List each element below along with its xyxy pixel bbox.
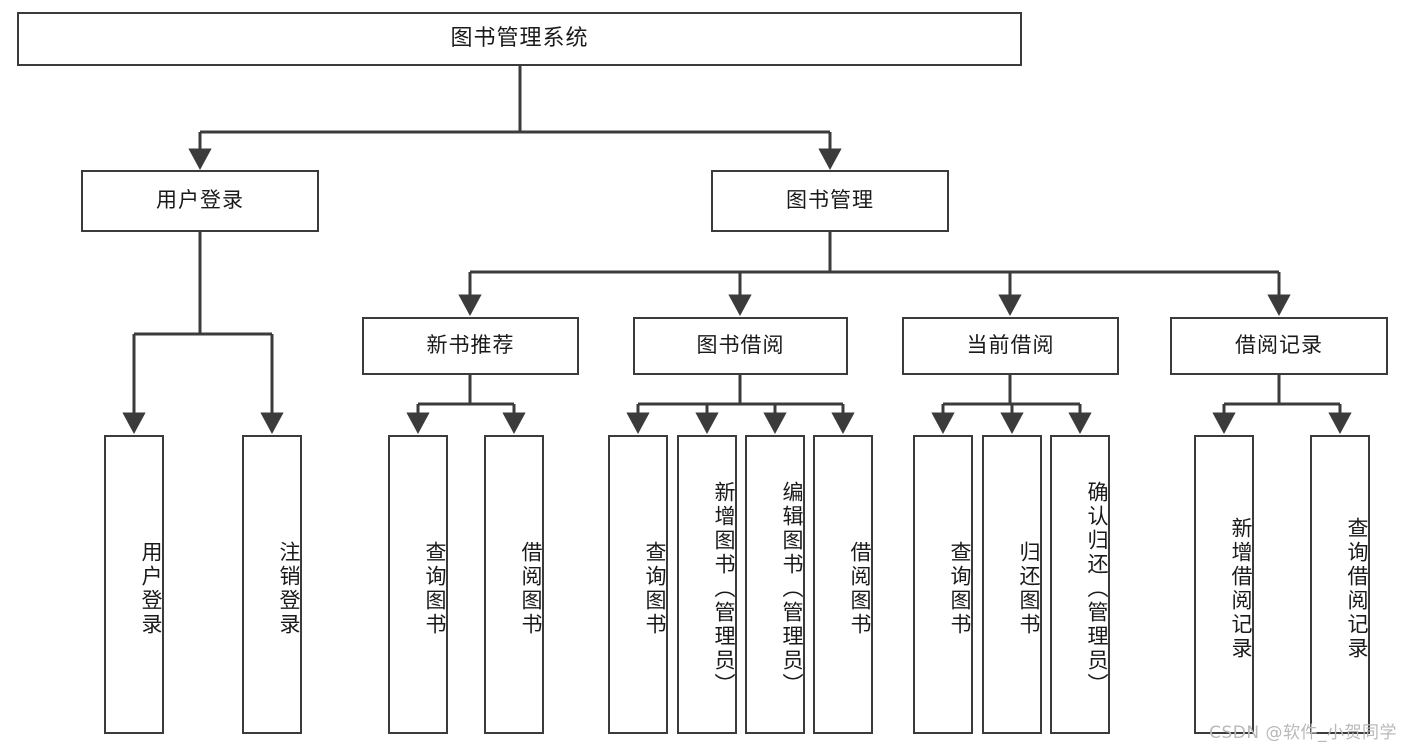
leaf-query-books-borrow[interactable]: 查询图书 [608, 435, 668, 734]
node-label: 图书管理系统 [450, 25, 589, 51]
node-book-borrowing[interactable]: 图书借阅 [633, 317, 848, 375]
leaf-query-books-newbook[interactable]: 查询图书 [388, 435, 448, 734]
node-user-login[interactable]: 用户登录 [81, 170, 319, 232]
node-label: 新增借阅记录 [1229, 516, 1253, 661]
node-current-borrowing[interactable]: 当前借阅 [902, 317, 1119, 375]
leaf-edit-book-admin[interactable]: 编辑图书（管理员） [745, 435, 805, 734]
node-label: 确认归还（管理员） [1085, 480, 1109, 697]
node-label: 查询图书 [948, 540, 972, 637]
leaf-logout[interactable]: 注销登录 [242, 435, 302, 734]
node-label: 图书借阅 [696, 333, 785, 358]
leaf-query-books-current[interactable]: 查询图书 [913, 435, 973, 734]
leaf-query-borrow-record[interactable]: 查询借阅记录 [1310, 435, 1370, 734]
leaf-borrow-books[interactable]: 借阅图书 [813, 435, 873, 734]
leaf-user-login[interactable]: 用户登录 [104, 435, 164, 734]
node-label: 借阅图书 [519, 540, 543, 637]
node-label: 注销登录 [277, 540, 301, 637]
node-label: 借阅图书 [848, 540, 872, 637]
node-label: 查询图书 [423, 540, 447, 637]
leaf-return-books[interactable]: 归还图书 [982, 435, 1042, 734]
node-label: 编辑图书（管理员） [780, 480, 804, 697]
node-label: 用户登录 [139, 540, 163, 637]
node-label: 用户登录 [156, 188, 244, 213]
node-borrowing-records[interactable]: 借阅记录 [1170, 317, 1388, 375]
leaf-add-book-admin[interactable]: 新增图书（管理员） [677, 435, 737, 734]
leaf-borrow-books-newbook[interactable]: 借阅图书 [484, 435, 544, 734]
node-label: 查询图书 [643, 540, 667, 637]
node-label: 新增图书（管理员） [712, 480, 736, 697]
leaf-confirm-return-admin[interactable]: 确认归还（管理员） [1050, 435, 1110, 734]
node-label: 借阅记录 [1235, 333, 1323, 358]
node-new-book-recommendation[interactable]: 新书推荐 [362, 317, 579, 375]
node-label: 归还图书 [1017, 540, 1041, 637]
node-label: 当前借阅 [966, 333, 1055, 358]
node-label: 查询借阅记录 [1345, 516, 1369, 661]
node-root-book-management-system[interactable]: 图书管理系统 [17, 12, 1022, 66]
leaf-add-borrow-record[interactable]: 新增借阅记录 [1194, 435, 1254, 734]
node-label: 图书管理 [786, 188, 874, 213]
node-label: 新书推荐 [426, 333, 515, 358]
node-book-management[interactable]: 图书管理 [711, 170, 949, 232]
